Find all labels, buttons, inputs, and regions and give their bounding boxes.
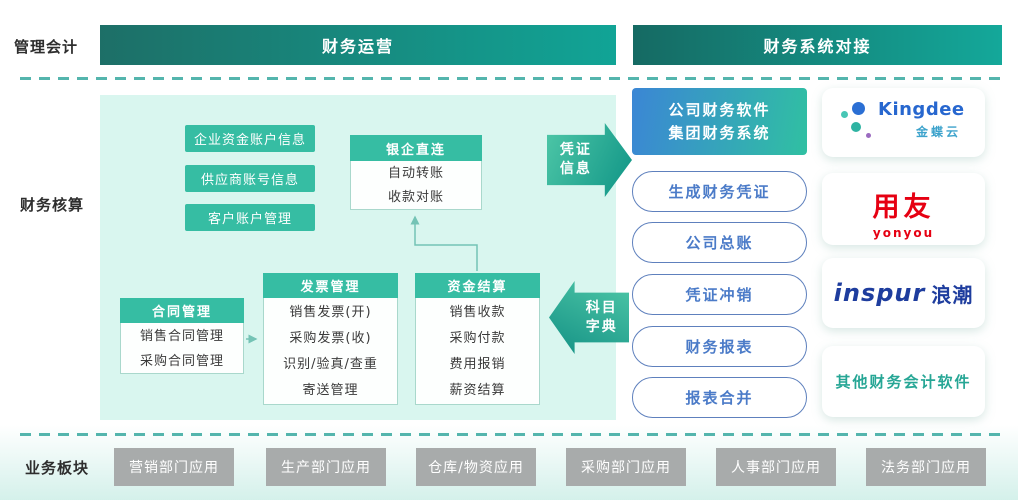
- box-bank-direct-connect: 银企直连 自动转账 收款对账: [350, 135, 482, 210]
- kingdee-logo-subtext: 金蝶云: [916, 125, 962, 139]
- row-expense-reimbursement: 费用报销: [449, 357, 506, 372]
- row-verify-dedupe: 识别/验真/查重: [283, 357, 378, 372]
- vendor-card-other-software: 其他财务会计软件: [822, 346, 985, 417]
- financial-software-box: 公司财务软件 集团财务系统: [632, 88, 807, 155]
- voucher-info-arrow-label: 凭证 信息: [547, 141, 605, 179]
- other-software-label: 其他财务会计软件: [835, 373, 972, 391]
- row-label-business-sectors: 业务板块: [25, 459, 90, 477]
- kingdee-dot-teal-icon: [851, 122, 861, 132]
- vendor-card-inspur: inspur 浪潮: [822, 258, 985, 328]
- dashed-divider-top: [20, 77, 1002, 80]
- row-label-financial-accounting: 财务核算: [20, 196, 85, 214]
- box-bank-direct-connect-title: 银企直连: [350, 135, 482, 161]
- pill-voucher-writeoff: 凭证冲销: [632, 274, 807, 315]
- tag-customer-account-management: 客户账户管理: [185, 204, 315, 231]
- inspur-logo-text: inspur: [833, 279, 926, 307]
- pill-company-ledger: 公司总账: [632, 222, 807, 263]
- yonyou-logo-text: 用友: [872, 192, 935, 223]
- dashed-divider-bottom: [20, 433, 1002, 436]
- biz-box-warehouse: 仓库/物资应用: [416, 448, 536, 486]
- tag-enterprise-funds-account-info: 企业资金账户信息: [185, 125, 315, 152]
- kingdee-dot-blue-icon: [852, 102, 865, 115]
- software-box-line1: 公司财务软件: [668, 100, 771, 119]
- row-label-management-accounting: 管理会计: [14, 38, 79, 56]
- biz-box-legal: 法务部门应用: [866, 448, 986, 486]
- pill-generate-voucher: 生成财务凭证: [632, 171, 807, 212]
- box-contract-management-title: 合同管理: [120, 298, 244, 323]
- vendor-card-yonyou: 用友 yonyou: [822, 173, 985, 245]
- biz-box-purchasing: 采购部门应用: [566, 448, 686, 486]
- row-purchase-contract: 采购合同管理: [139, 354, 224, 369]
- biz-box-hr: 人事部门应用: [716, 448, 836, 486]
- row-sales-invoice: 销售发票(开): [289, 305, 372, 320]
- row-purchase-payment: 采购付款: [449, 331, 506, 346]
- header-bar-system-integration: 财务系统对接: [633, 25, 1002, 65]
- row-sales-collection: 销售收款: [449, 305, 506, 320]
- yonyou-logo-subtext: yonyou: [872, 226, 935, 240]
- row-purchase-invoice: 采购发票(收): [289, 331, 372, 346]
- subject-line1: 科目: [585, 299, 618, 316]
- biz-box-production: 生产部门应用: [266, 448, 386, 486]
- row-delivery-management: 寄送管理: [302, 383, 359, 398]
- pill-financial-reports: 财务报表: [632, 326, 807, 367]
- box-funds-settlement-title: 资金结算: [415, 273, 540, 298]
- box-funds-settlement: 资金结算 销售收款 采购付款 费用报销 薪资结算: [415, 273, 540, 405]
- pill-report-consolidation: 报表合并: [632, 377, 807, 418]
- vendor-card-kingdee: Kingdee 金蝶云: [822, 88, 985, 157]
- row-sales-contract: 销售合同管理: [139, 329, 224, 344]
- kingdee-dot-purple-icon: [866, 133, 871, 138]
- row-payroll-settlement: 薪资结算: [449, 383, 506, 398]
- voucher-line2: 信息: [559, 161, 592, 177]
- kingdee-logo-text: Kingdee: [878, 99, 965, 120]
- box-invoice-management: 发票管理 销售发票(开) 采购发票(收) 识别/验真/查重 寄送管理: [263, 273, 398, 405]
- box-contract-management: 合同管理 销售合同管理 采购合同管理: [120, 298, 244, 374]
- voucher-line1: 凭证: [559, 142, 592, 158]
- subject-line2: 字典: [585, 318, 618, 335]
- inspur-logo-subtext: 浪潮: [931, 282, 974, 307]
- biz-box-marketing: 营销部门应用: [114, 448, 234, 486]
- row-auto-transfer: 自动转账: [387, 166, 444, 181]
- kingdee-dot-teal-small-icon: [841, 111, 848, 118]
- header-bar-finance-operations: 财务运营: [100, 25, 616, 65]
- box-invoice-management-title: 发票管理: [263, 273, 398, 298]
- tag-supplier-account-info: 供应商账号信息: [185, 165, 315, 192]
- subject-dictionary-arrow-label: 科目 字典: [575, 299, 629, 337]
- software-box-line2: 集团财务系统: [668, 123, 771, 142]
- row-receipt-reconciliation: 收款对账: [387, 190, 444, 205]
